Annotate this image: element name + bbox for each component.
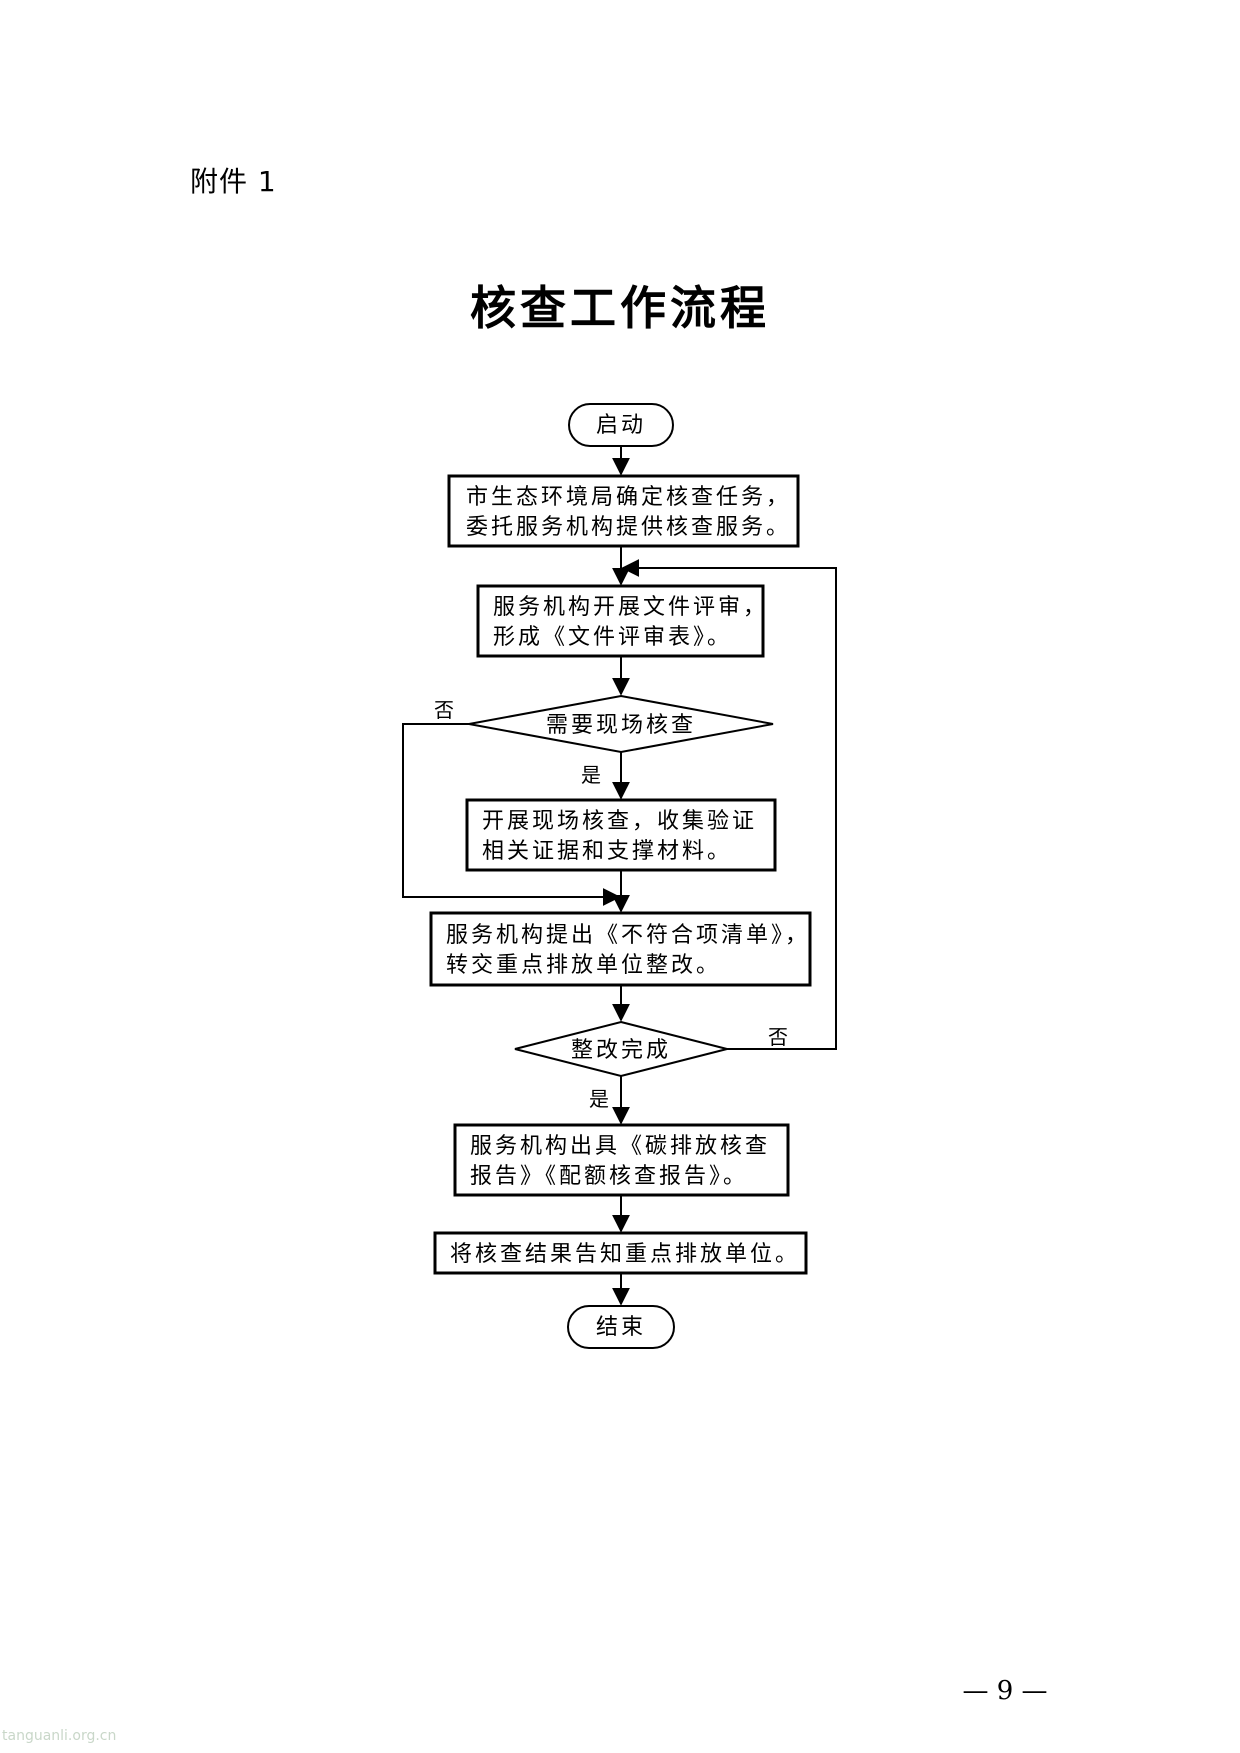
notify-box	[433, 1231, 808, 1275]
nonconformity-line-2: 转交重点排放单位整改。	[446, 953, 721, 978]
end-node	[567, 1305, 675, 1349]
nonconformity-line-1: 服务机构提出《不符合项清单》，	[446, 923, 810, 948]
document-review-line-2: 形成《文件评审表》。	[493, 625, 732, 650]
edge-site-decision-no	[402, 723, 621, 906]
rectify-decision-label: 整改完成	[571, 1038, 671, 1063]
watermark: tanguanli.org.cn	[2, 1728, 117, 1744]
edge-rectify-decision-no	[621, 559, 837, 1050]
start-node-label: 启动	[596, 413, 646, 438]
assign-task-line-1: 市生态环境局确定核查任务，	[466, 485, 791, 510]
verification-report-line-2: 报告》《配额核查报告》。	[470, 1164, 748, 1189]
verification-report-line-1: 服务机构出具《碳排放核查	[470, 1134, 770, 1159]
assign-task-box	[447, 474, 800, 548]
page-title: 核查工作流程	[470, 281, 770, 335]
attachment-label: 附件 1	[190, 165, 277, 198]
site-check-decision-label: 需要现场核查	[546, 713, 696, 738]
assign-task-line-2: 委托服务机构提供核查服务。	[466, 515, 791, 540]
verification-report-box	[453, 1123, 790, 1197]
site-decision-no-label: 否	[434, 698, 454, 722]
document-review-line-1: 服务机构开展文件评审，	[493, 595, 768, 620]
rectify-decision-no-label: 否	[768, 1025, 788, 1049]
end-node-label: 结束	[596, 1315, 646, 1340]
site-check-line-2: 相关证据和支撑材料。	[482, 839, 732, 864]
notify-label: 将核查结果告知重点排放单位。	[450, 1242, 800, 1267]
site-check-line-1: 开展现场核查，收集验证	[482, 809, 757, 834]
page-number: — 9 —	[962, 1676, 1048, 1706]
site-decision-yes-label: 是	[581, 763, 601, 787]
rectify-decision-yes-label: 是	[589, 1087, 609, 1111]
